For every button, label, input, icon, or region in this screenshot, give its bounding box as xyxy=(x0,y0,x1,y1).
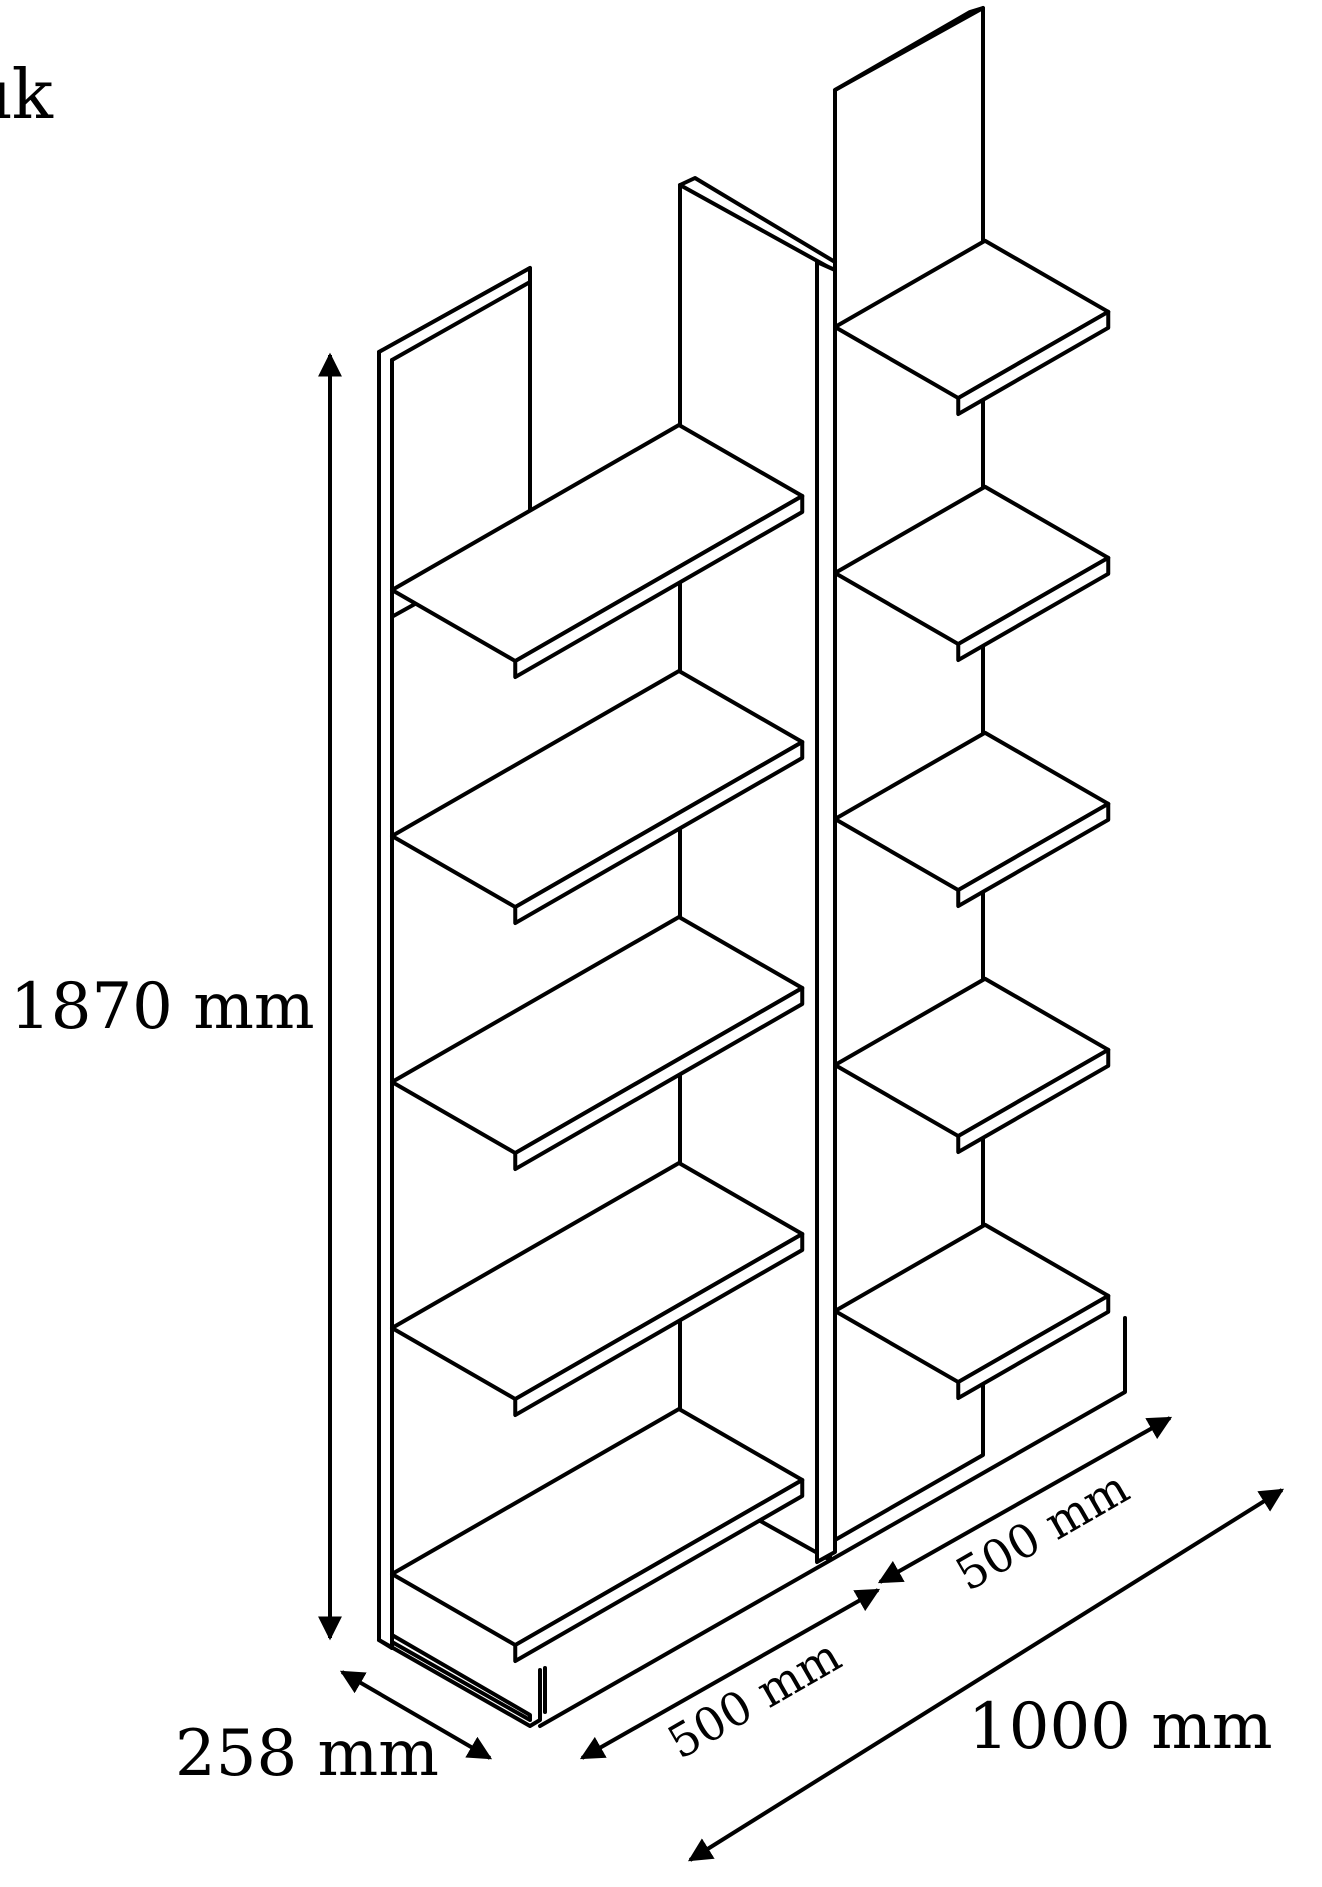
right-shelf-1-front-edge xyxy=(956,309,1111,417)
left-shelf-3 xyxy=(390,914,805,1172)
base-plinth-front xyxy=(390,1633,532,1722)
left-shelf-2 xyxy=(390,668,805,926)
height-dimension: 1870 mm xyxy=(10,352,342,1641)
total-width-dimension: 1000 mm xyxy=(687,1488,1285,1862)
right-shelf-4-front-edge xyxy=(956,1047,1111,1155)
right-shelf-2-front-edge xyxy=(956,555,1111,663)
left-shelf-1-front-edge xyxy=(513,494,805,680)
depth-label: 258 mm xyxy=(175,1717,439,1791)
height-label: 1870 mm xyxy=(10,970,315,1044)
middle-divider xyxy=(815,260,837,1564)
total-width-label: 1000 mm xyxy=(968,1690,1273,1764)
depth-dimension: 258 mm xyxy=(175,1670,493,1791)
depth-dimension-line xyxy=(339,1670,493,1760)
right-shelf-2 xyxy=(833,484,1111,663)
right-shelf-4 xyxy=(833,976,1111,1155)
corner-text: ık xyxy=(0,56,54,135)
total-width-dimension-line xyxy=(687,1488,1285,1862)
bookshelf-drawing xyxy=(377,6,1127,1728)
right-shelf-5-front-edge xyxy=(956,1293,1111,1401)
left-shelf-2-front-edge xyxy=(513,740,805,926)
left-shelf-4 xyxy=(390,1160,805,1418)
right-panel-top xyxy=(833,6,985,92)
left-shelf-1 xyxy=(390,422,805,680)
right-shelf-5 xyxy=(833,1222,1111,1401)
left-shelf-4-front-edge xyxy=(513,1232,805,1418)
left-shelf-3-front-edge xyxy=(513,986,805,1172)
right-width-label: 500 mm xyxy=(947,1460,1138,1602)
right-section-shelves xyxy=(833,238,1111,1401)
middle-divider-top xyxy=(678,176,837,264)
right-shelf-3-front-edge xyxy=(956,801,1111,909)
left-shelf-5 xyxy=(390,1406,805,1664)
right-shelf-3 xyxy=(833,730,1111,909)
middle-back-panel xyxy=(678,183,832,1562)
right-shelf-1 xyxy=(833,238,1111,417)
